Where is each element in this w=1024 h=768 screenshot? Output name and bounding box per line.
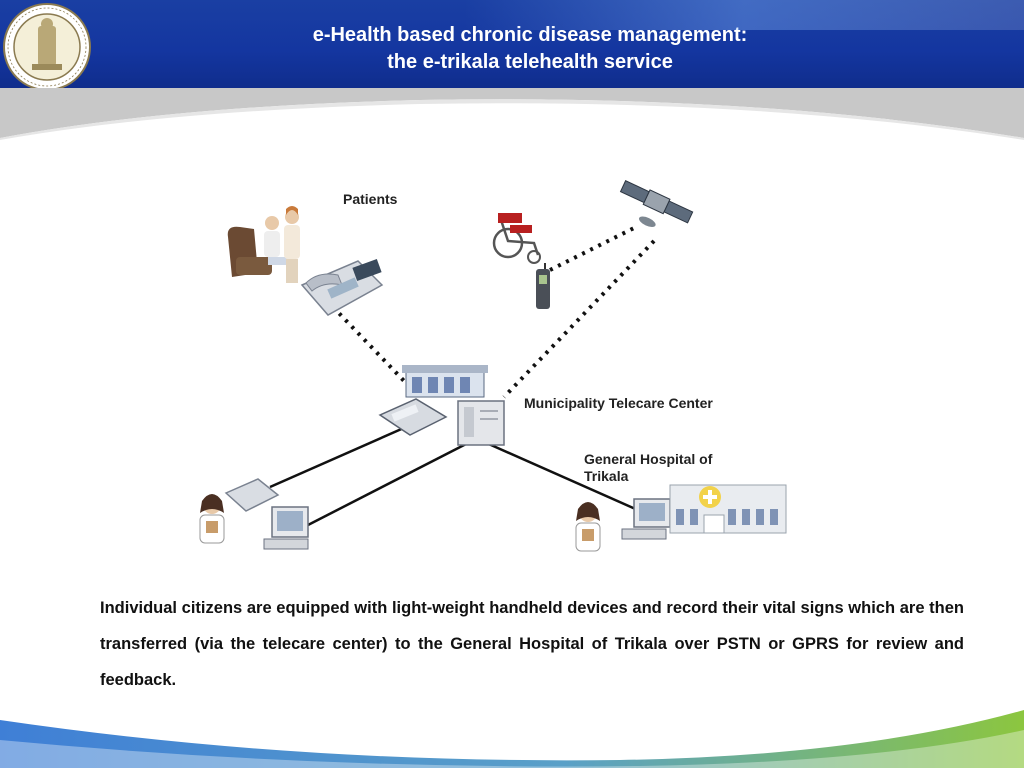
nurse-icon [575,502,601,552]
header-band: e-Health based chronic disease managemen… [0,0,1024,92]
fax-icon [378,398,448,436]
satellite-center-link-line [502,239,656,399]
telephone-icon [224,478,280,512]
footer-swoosh [0,710,1024,768]
patients-label: Patients [343,191,398,207]
telehealth-diagram: Patients Municipality Telecare Center Ge… [178,165,798,565]
header-swoosh [0,88,1024,140]
satellite-icon [619,180,694,227]
mobile-satellite-link-line [549,225,637,272]
hospital-label: General Hospital of Trikala [584,451,712,485]
title-line-2: the e-trikala telehealth service [387,51,673,73]
patient-care-icon [227,206,300,283]
hospital-label-line-2: Trikala [584,468,629,484]
telecare-center-label: Municipality Telecare Center [524,395,713,411]
nurse-icon [199,494,225,544]
building-icon [402,365,488,398]
center-nurse-line-1 [269,425,407,489]
computer-icon [621,498,671,540]
center-hospital-line [481,439,641,513]
diagram-canvas [199,180,787,552]
page-title: e-Health based chronic disease managemen… [150,22,910,76]
hospital-icon [669,484,787,534]
title-line-1: e-Health based chronic disease managemen… [312,24,748,46]
mobile-phone-icon [536,263,550,309]
phone-link-line [331,305,408,385]
hospital-label-line-1: General Hospital of [584,451,713,467]
server-icon [457,400,505,446]
description-paragraph: Individual citizens are equipped with li… [100,599,964,689]
computer-icon [263,506,309,550]
municipality-seal-icon [3,3,91,91]
telephone-icon [300,258,384,316]
wheelchair-icon [492,213,541,264]
center-nurse-line-2 [307,441,469,527]
